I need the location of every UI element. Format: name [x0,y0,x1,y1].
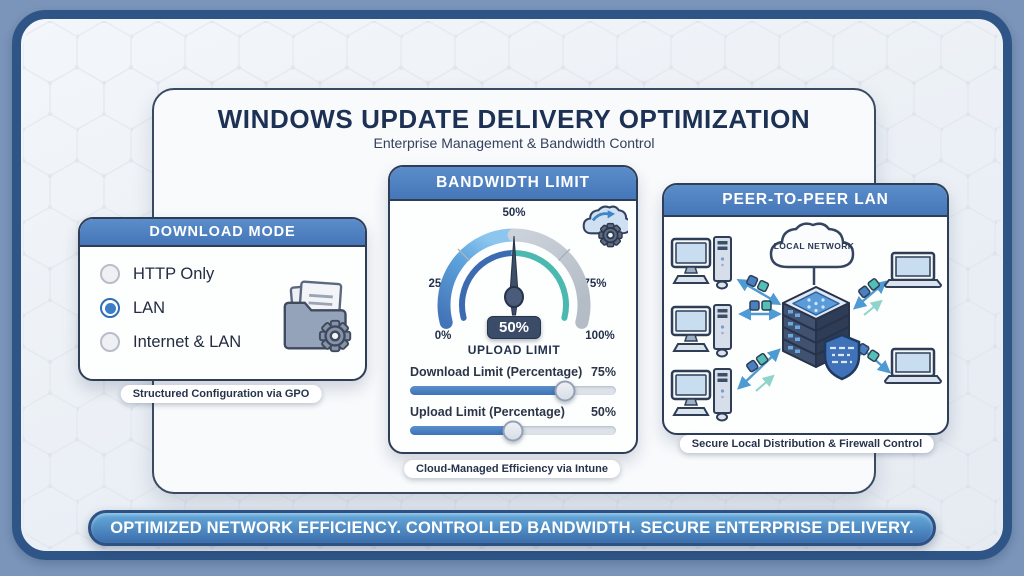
gauge-tick-100: 100% [585,330,615,342]
radio-button-http-only[interactable] [100,264,120,284]
radio-row-lan[interactable]: LAN [100,295,165,321]
upload-limit-slider-knob[interactable] [502,420,524,441]
data-packets [745,274,770,293]
radio-row-internet-lan[interactable]: Internet & LAN [100,329,241,355]
p2p-caption: Secure Local Distribution & Firewall Con… [679,435,935,453]
p2p-header: PEER-TO-PEER LAN [664,185,947,217]
radio-button-lan[interactable] [100,298,120,318]
bandwidth-panel: BANDWIDTH LIMIT 50% 25% 75% 0% 100% [388,165,638,454]
bandwidth-header: BANDWIDTH LIMIT [390,167,636,201]
laptop-1 [883,251,943,289]
radio-label-internet-lan: Internet & LAN [133,332,242,351]
upload-limit-value: 50% [590,405,616,419]
radio-button-internet-lan[interactable] [100,332,120,352]
radio-row-http-only[interactable]: HTTP Only [100,261,214,287]
download-limit-slider-knob[interactable] [554,380,575,401]
bandwidth-gauge [437,228,591,329]
gauge-needle [504,235,524,316]
download-mode-panel: DOWNLOAD MODE HTTP Only LAN Internet & L… [78,217,367,381]
bandwidth-caption: Cloud-Managed Efficiency via Intune [404,460,620,478]
gauge-value-badge: 50% [486,316,542,339]
firewall-shield-icon [823,333,861,381]
download-limit-slider[interactable] [410,380,616,401]
radio-label-http-only: HTTP Only [133,264,215,283]
desktop-pc-2 [670,303,733,358]
gauge-tick-0: 0% [434,330,452,342]
gauge-tick-50: 50% [502,207,526,219]
local-network-label: LOCAL NETWORK [773,241,855,251]
upload-limit-label: Upload Limit (Percentage) [410,405,565,419]
gauge-value-caption: UPLOAD LIMIT [467,343,561,357]
folder-gear-icon [283,280,352,353]
download-mode-caption: Structured Configuration via GPO [120,385,322,403]
local-network-cloud [769,222,855,285]
download-mode-header: DOWNLOAD MODE [80,219,365,247]
download-limit-value: 75% [590,365,616,379]
download-limit-slider-fill [410,386,565,395]
download-limit-label: Download Limit (Percentage) [410,365,583,379]
footer-banner: OPTIMIZED NETWORK EFFICIENCY. CONTROLLED… [88,510,936,546]
cloud-gear-icon [582,205,628,248]
upload-limit-slider-fill [410,426,513,435]
desktop-pc-3 [670,367,733,422]
desktop-pc-1 [670,235,733,290]
upload-limit-slider[interactable] [410,420,616,441]
page-title: WINDOWS UPDATE DELIVERY OPTIMIZATION [217,104,811,134]
p2p-network-diagram [670,222,943,422]
secondary-arrows [755,299,883,392]
p2p-panel: PEER-TO-PEER LAN [662,183,949,435]
page-subtitle: Enterprise Management & Bandwidth Contro… [373,135,655,151]
laptop-2 [883,347,943,385]
gauge-tick-75: 75% [583,278,607,290]
radio-label-lan: LAN [133,298,166,317]
